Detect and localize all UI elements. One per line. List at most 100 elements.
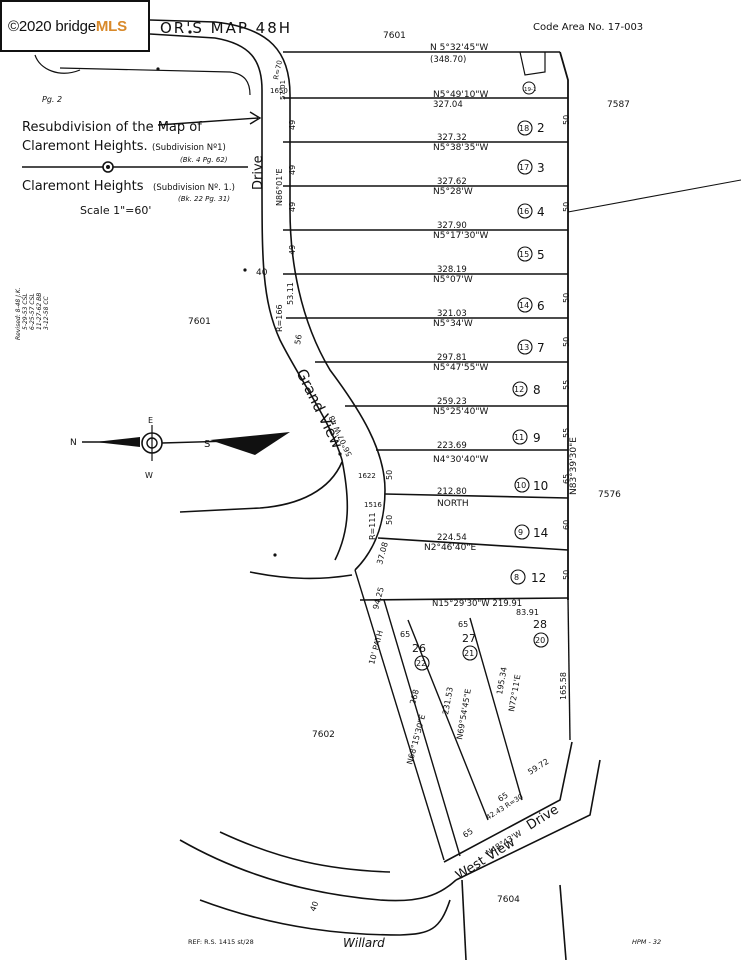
row-3-lot: 4 (537, 205, 545, 219)
row-8-lot: 9 (533, 431, 541, 445)
row-3-bearing: N5°28'W (433, 187, 473, 197)
parcel-7601-top: 7601 (383, 31, 406, 41)
row-8-bearing: N5°25'40"W (433, 407, 488, 417)
compass-n: N (70, 438, 77, 448)
row-10-circle: 9 (518, 528, 523, 537)
lower-d268: 268 (408, 688, 421, 705)
legend-scale: Scale 1"=60' (80, 204, 151, 217)
lower-d165: 165.58 (559, 672, 568, 700)
row-5-distance: 328.19 (437, 265, 467, 275)
ref-arc (34, 54, 81, 74)
drive-d5311: 53.11 (286, 282, 295, 305)
revision-notes: Revised: 8-48 J.K. 5-29-53 CSL 6-25-57 C… (15, 287, 50, 340)
revision-1: Revised: 8-48 J.K. (15, 287, 22, 340)
compass-e: E (148, 416, 153, 425)
lower-d231: 231.53 (441, 686, 455, 715)
row-5-circle: 14 (519, 301, 529, 310)
row-3-distance: 327.62 (437, 177, 467, 187)
row-7-distance: 297.81 (437, 353, 467, 363)
parcel-7576: 7576 (598, 490, 621, 500)
legend-arrow (157, 111, 262, 126)
lower-circle-20: 20 (535, 636, 545, 645)
lower-b231: N69°54'45"E (455, 688, 473, 740)
lower-d9425: 94.25 (371, 586, 386, 610)
drive-r166: R=166 (275, 304, 284, 332)
compass-w: W (145, 471, 153, 480)
watermark-logo: ©2020 bridgeMLS (0, 0, 150, 52)
legend-resub-sub: (Subdivision Nº1) (152, 143, 226, 153)
row-4-lot: 5 (537, 248, 545, 262)
east-d55-1: 55 (562, 380, 571, 390)
row-9-circle: 10 (516, 481, 526, 490)
survey-dots (156, 30, 342, 557)
row-2-lot: 3 (537, 161, 545, 175)
lower-lot-26: 26 (412, 642, 426, 655)
row-7-bearing: N5°47'55"W (433, 363, 488, 373)
row-10-lot: 14 (533, 526, 548, 540)
row-0-circle: 19-1 (524, 87, 536, 93)
street-west-view-drive-label: Drive (524, 802, 561, 833)
revision-5: 3-12-58 CC (43, 295, 50, 330)
row-2-distance: 327.32 (437, 133, 467, 143)
row-7-lot: 8 (533, 383, 541, 397)
row-6-bearing: N5°34'W (433, 319, 473, 329)
row-4-bearing: N5°17'30"W (433, 231, 488, 241)
lower-lot-27: 27 (462, 632, 476, 645)
drive-d1516: 1516 (364, 501, 382, 509)
east-d60: 60 (562, 520, 571, 530)
street-willard-label: Willard (343, 936, 385, 950)
drive-d56: 56 (293, 334, 304, 346)
row-4-circle: 15 (519, 250, 529, 259)
legend: Resubdivision of the Map of Claremont He… (15, 111, 262, 340)
lower-lots: N15°29'30"W 219.91 83.91 65 65 26 22 27 … (367, 541, 568, 858)
row-6-distance: 321.03 (437, 309, 467, 319)
drive-d1622: 1622 (358, 472, 376, 480)
east-d50-2: 50 (562, 202, 571, 212)
row-0-bearing: N 5°32'45"W (430, 43, 488, 53)
legend-heights-ref: (Bk. 22 Pg. 31) (178, 195, 230, 203)
lower-d65b: 65 (458, 620, 468, 629)
east-d50-5: 50 (562, 570, 571, 580)
parcel-7604: 7604 (497, 895, 520, 905)
map-title: OR'S MAP 48H (160, 19, 292, 37)
row-10-distance: 212.80 (437, 487, 467, 497)
row-3-circle: 16 (519, 207, 529, 216)
parcel-7601-left: 7601 (188, 317, 211, 327)
lower-circle-22: 22 (416, 659, 426, 668)
row-9-bearing: N4°30'40"W (433, 455, 488, 465)
row-5-bearing: N5°07'W (433, 275, 473, 285)
lot-rows: N 5°32'45"W (348.70) 19-1 N5°49'10"W 327… (424, 43, 548, 585)
row-1-circle: 18 (519, 124, 529, 133)
footer-hpm: HPM - 32 (632, 938, 661, 946)
row-11-lot: 12 (531, 571, 546, 585)
row-8-circle: 11 (514, 433, 524, 442)
lower-b195: N72°11'E (507, 674, 522, 713)
row-1-distance: 327.04 (433, 100, 463, 110)
lower-d65d: 65 (461, 827, 474, 840)
east-d50-1: 50 (562, 115, 571, 125)
watermark-prefix: ©2020 bridge (8, 17, 96, 35)
drive-d49-3: 49 (288, 202, 297, 212)
row-2-bearing: N5°38'35"W (433, 143, 488, 153)
row-9-distance: 223.69 (437, 441, 467, 451)
row-4-distance: 327.90 (437, 221, 467, 231)
drive-d1650: 1650 (270, 87, 288, 95)
north-arrow: N E W S (70, 416, 290, 480)
east-d55-2: 55 (562, 428, 571, 438)
lower-circle-21: 21 (464, 649, 474, 658)
row-11-circle: 8 (514, 573, 519, 582)
legend-heights-sub: (Subdivision Nº. 1.) (153, 183, 235, 193)
east-d50-3: 50 (562, 293, 571, 303)
lower-d5972: 59.72 (526, 757, 550, 777)
lower-top-bearing: N15°29'30"W 219.91 (432, 599, 522, 609)
parcel-7587: 7587 (607, 100, 630, 110)
lower-d65a: 65 (400, 630, 410, 639)
legend-heights: Claremont Heights (22, 179, 144, 194)
east-edge-dims: N83°39'30"E 50 50 50 50 55 55 65 60 50 (562, 115, 579, 580)
row-6-lot: 7 (537, 341, 545, 355)
compass-s: S (204, 439, 210, 450)
row-9-lot: 10 (533, 479, 548, 493)
legend-resub-ref: (Bk. 4 Pg. 62) (180, 156, 228, 164)
revision-4: 11-27-62 BB (36, 293, 43, 330)
lower-d3708: 37.08 (375, 541, 390, 565)
